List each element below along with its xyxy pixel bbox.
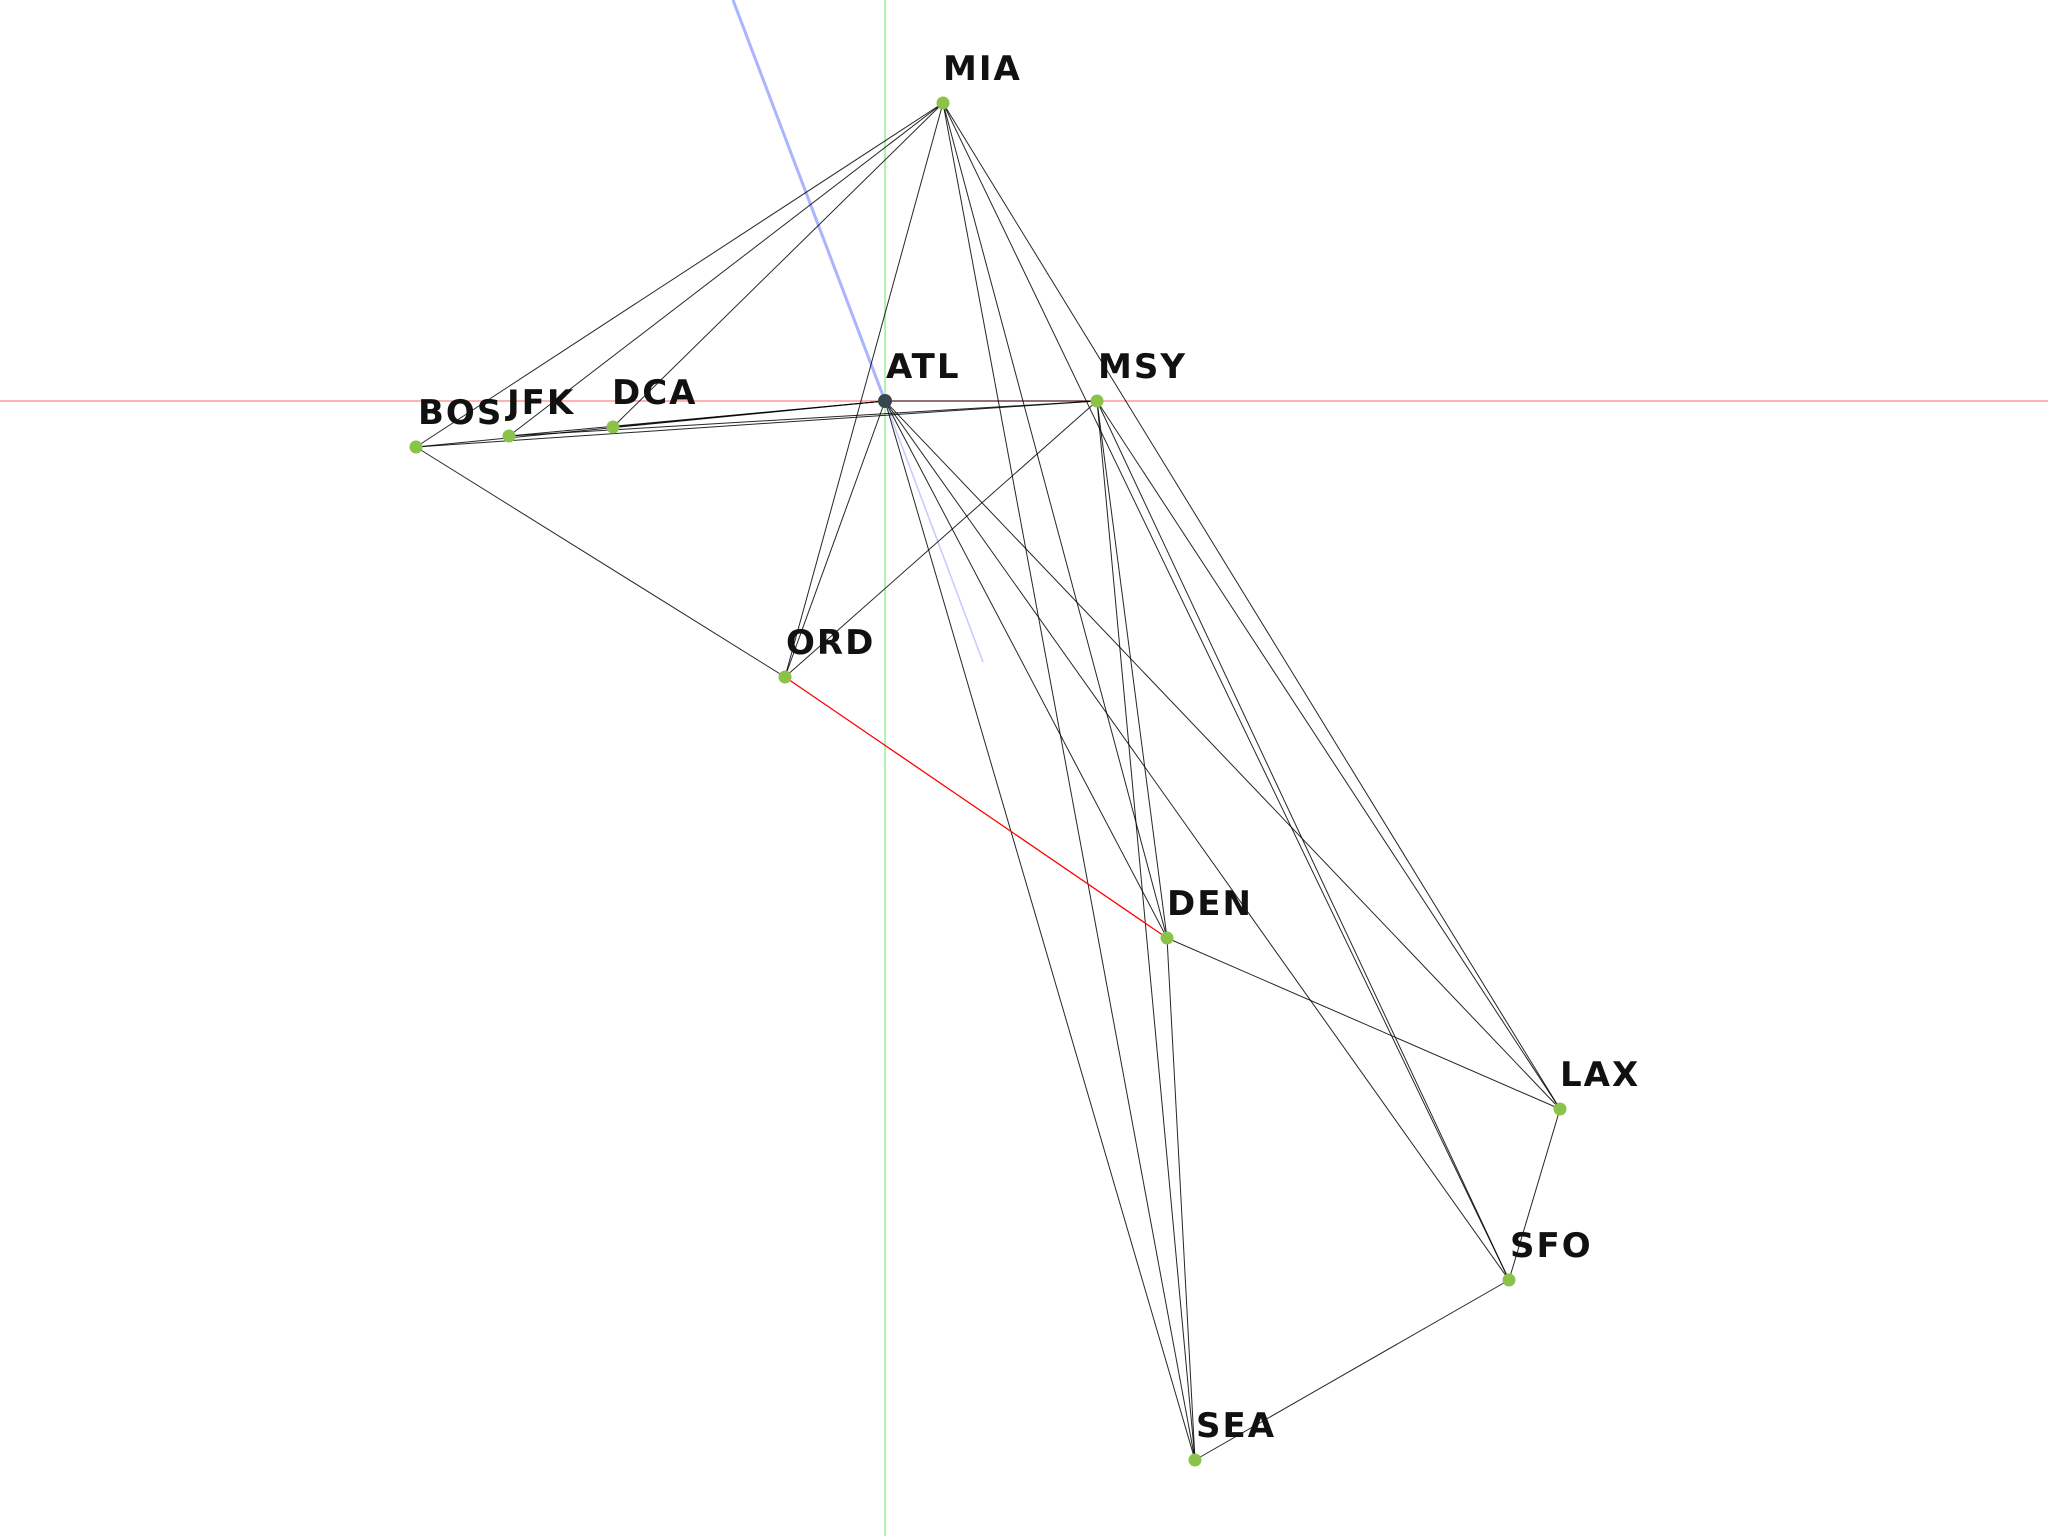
edge-msy-jfk[interactable] bbox=[508, 400, 1098, 437]
edge-mia-sfo[interactable] bbox=[942, 102, 1510, 1281]
edge-mia-dca[interactable] bbox=[612, 102, 944, 428]
node-dca[interactable] bbox=[606, 420, 620, 434]
edge-msy-ord[interactable] bbox=[784, 400, 1098, 678]
edge-den-sea[interactable] bbox=[1166, 937, 1196, 1461]
edge-atl-ord[interactable] bbox=[784, 400, 886, 678]
node-label-sea: SEA bbox=[1196, 1406, 1276, 1446]
node-den[interactable] bbox=[1160, 931, 1174, 945]
edge-msy-lax[interactable] bbox=[1096, 400, 1561, 1110]
node-bos[interactable] bbox=[409, 440, 423, 454]
node-label-jfk: JFK bbox=[505, 383, 575, 423]
node-label-mia: MIA bbox=[943, 49, 1022, 89]
edges-layer bbox=[415, 102, 1561, 1461]
node-atl[interactable] bbox=[878, 394, 892, 408]
edge-msy-sfo[interactable] bbox=[1096, 400, 1510, 1281]
node-sea[interactable] bbox=[1188, 1453, 1202, 1467]
edge-msy-bos[interactable] bbox=[415, 400, 1098, 448]
node-label-ord: ORD bbox=[786, 623, 875, 663]
nodes-layer bbox=[409, 96, 1567, 1467]
pointer-ray-upper bbox=[731, 0, 887, 402]
node-msy[interactable] bbox=[1090, 394, 1104, 408]
node-label-msy: MSY bbox=[1098, 347, 1187, 387]
edge-atl-sea[interactable] bbox=[884, 400, 1196, 1461]
node-label-dca: DCA bbox=[612, 373, 698, 413]
edge-atl-den[interactable] bbox=[884, 400, 1168, 939]
edge-mia-den[interactable] bbox=[942, 102, 1168, 939]
edge-atl-lax[interactable] bbox=[884, 400, 1561, 1110]
node-sfo[interactable] bbox=[1502, 1273, 1516, 1287]
node-label-bos: BOS bbox=[418, 393, 503, 433]
edge-atl-sfo[interactable] bbox=[884, 400, 1510, 1281]
edge-mia-lax[interactable] bbox=[942, 102, 1561, 1110]
edge-mia-ord[interactable] bbox=[784, 102, 944, 678]
node-lax[interactable] bbox=[1553, 1102, 1567, 1116]
pointer-ray-lower bbox=[884, 400, 984, 663]
edge-mia-sea[interactable] bbox=[942, 102, 1196, 1461]
node-ord[interactable] bbox=[778, 670, 792, 684]
edge-lax-sfo[interactable] bbox=[1508, 1108, 1561, 1281]
edge-mia-bos[interactable] bbox=[415, 102, 944, 448]
edge-msy-sea[interactable] bbox=[1096, 400, 1196, 1461]
node-label-atl: ATL bbox=[886, 347, 961, 387]
highlighted-edge-ord-den[interactable] bbox=[784, 676, 1168, 939]
node-label-den: DEN bbox=[1167, 884, 1253, 924]
node-label-sfo: SFO bbox=[1510, 1226, 1593, 1266]
edge-bos-ord[interactable] bbox=[415, 446, 786, 678]
node-jfk[interactable] bbox=[502, 429, 516, 443]
node-mia[interactable] bbox=[936, 96, 950, 110]
edge-sfo-sea[interactable] bbox=[1194, 1279, 1510, 1461]
node-label-lax: LAX bbox=[1560, 1055, 1640, 1095]
edge-atl-dca[interactable] bbox=[612, 400, 886, 428]
edge-mia-jfk[interactable] bbox=[508, 102, 944, 437]
edge-msy-den[interactable] bbox=[1096, 400, 1168, 939]
edge-den-lax[interactable] bbox=[1166, 937, 1561, 1110]
